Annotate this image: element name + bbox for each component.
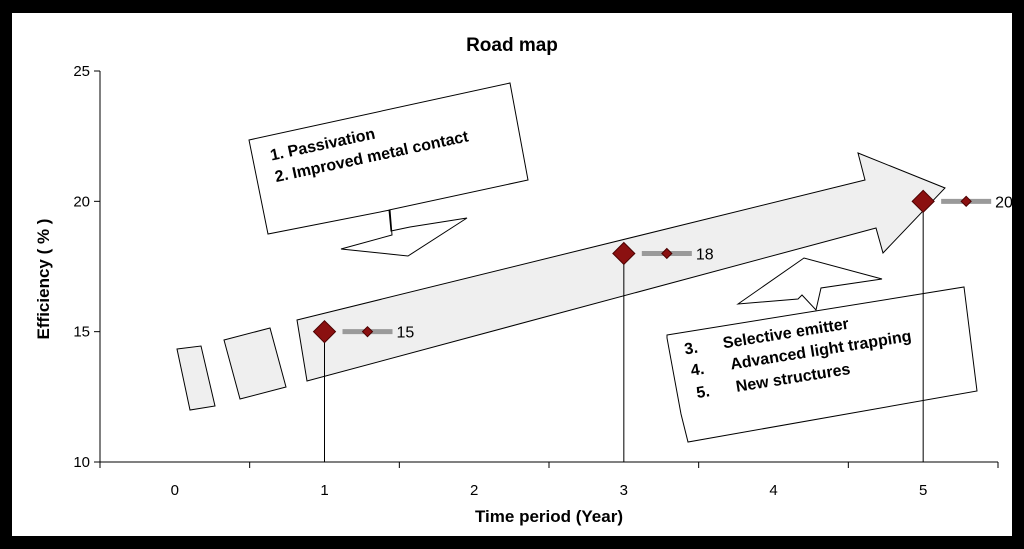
y-axis-label: Efficiency ( % ) — [34, 219, 53, 340]
arrow-dash-2 — [223, 327, 287, 400]
callout-box-1 — [248, 82, 529, 257]
data-point — [911, 189, 935, 214]
data-marks: 15 18 20 — [312, 189, 1012, 462]
callout-pointer-2 — [736, 257, 883, 312]
data-label: 20 — [995, 194, 1012, 211]
small-marker — [361, 325, 374, 338]
axes: 10 15 20 25 0 1 2 3 4 5 — [73, 63, 999, 499]
road-map-arrow — [296, 152, 946, 382]
note-num-4: 4. — [690, 361, 706, 380]
y-tick-label: 25 — [73, 63, 90, 80]
road-map-graphics — [176, 82, 978, 443]
arrow-dash-1 — [176, 345, 216, 411]
x-tick-label: 3 — [620, 482, 628, 499]
y-tick-label: 15 — [73, 324, 90, 341]
x-axis-label: Time period (Year) — [475, 507, 623, 526]
chart-frame: Road map 1. Passivation 2. Improved meta… — [12, 13, 1012, 536]
small-marker — [661, 247, 673, 260]
data-label: 18 — [696, 246, 714, 263]
data-label: 15 — [397, 325, 415, 342]
x-tick-label: 5 — [919, 482, 927, 499]
y-tick-label: 20 — [73, 193, 90, 210]
data-point — [312, 319, 337, 344]
data-point — [612, 241, 636, 266]
road-map-chart: Road map 1. Passivation 2. Improved meta… — [34, 35, 1012, 526]
x-tick-label: 2 — [470, 482, 478, 499]
note-num-3: 3. — [683, 340, 699, 359]
x-tick-label: 0 — [171, 482, 179, 499]
small-marker — [960, 195, 972, 208]
callout-box-2 — [666, 286, 978, 443]
x-tick-label: 4 — [769, 482, 777, 499]
x-tick-label: 1 — [320, 482, 328, 499]
note-num-5: 5. — [695, 383, 711, 402]
y-tick-label: 10 — [73, 454, 90, 471]
chart-title: Road map — [466, 35, 558, 56]
